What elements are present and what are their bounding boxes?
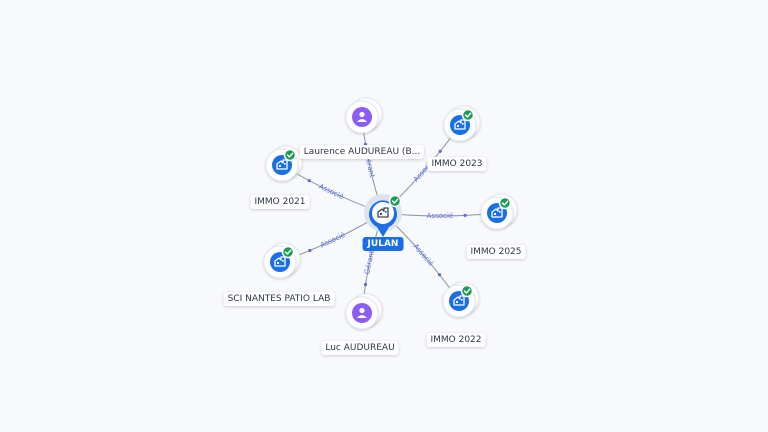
node-immo2025[interactable]	[480, 193, 518, 230]
center-node[interactable]	[364, 194, 402, 237]
check-badge-icon	[498, 196, 512, 210]
check-badge-icon	[283, 148, 297, 162]
node-scinantes[interactable]	[263, 242, 301, 279]
person-icon	[357, 111, 367, 122]
node-label-immo2022[interactable]: IMMO 2022	[426, 333, 486, 347]
person-icon	[357, 307, 367, 318]
node-label-immo2023[interactable]: IMMO 2023	[427, 157, 487, 171]
center-node-label[interactable]: JULAN	[362, 237, 404, 251]
building-icon	[274, 256, 286, 267]
node-laurence[interactable]	[345, 97, 383, 134]
node-label-laurence[interactable]: Laurence AUDUREAU (B...	[299, 145, 425, 159]
node-label-immo2025[interactable]: IMMO 2025	[466, 245, 526, 259]
node-label-luc[interactable]: Luc AUDUREAU	[321, 341, 399, 355]
building-icon	[377, 207, 389, 218]
edge-label-scinantes: Associé	[319, 231, 346, 250]
building-icon	[454, 119, 466, 130]
node-luc[interactable]	[345, 293, 383, 330]
edge-label-immo2022: Associé	[412, 242, 435, 267]
building-icon	[491, 207, 503, 218]
building-icon	[276, 159, 288, 170]
check-badge-icon	[388, 194, 402, 208]
building-icon	[453, 295, 465, 306]
node-label-scinantes[interactable]: SCI NANTES PATIO LAB	[223, 292, 335, 306]
node-label-immo2021[interactable]: IMMO 2021	[250, 195, 310, 209]
node-immo2021[interactable]	[265, 145, 303, 182]
edge-label-immo2021: Associé	[318, 182, 345, 201]
edge-label-immo2025: Associé	[427, 212, 453, 220]
check-badge-icon	[461, 108, 475, 122]
check-badge-icon	[460, 284, 474, 298]
node-immo2022[interactable]	[442, 281, 480, 318]
check-badge-icon	[281, 245, 295, 259]
nodes-layer	[263, 97, 518, 330]
node-immo2023[interactable]	[443, 105, 481, 142]
edge-label-luc: Gérant	[363, 250, 376, 275]
